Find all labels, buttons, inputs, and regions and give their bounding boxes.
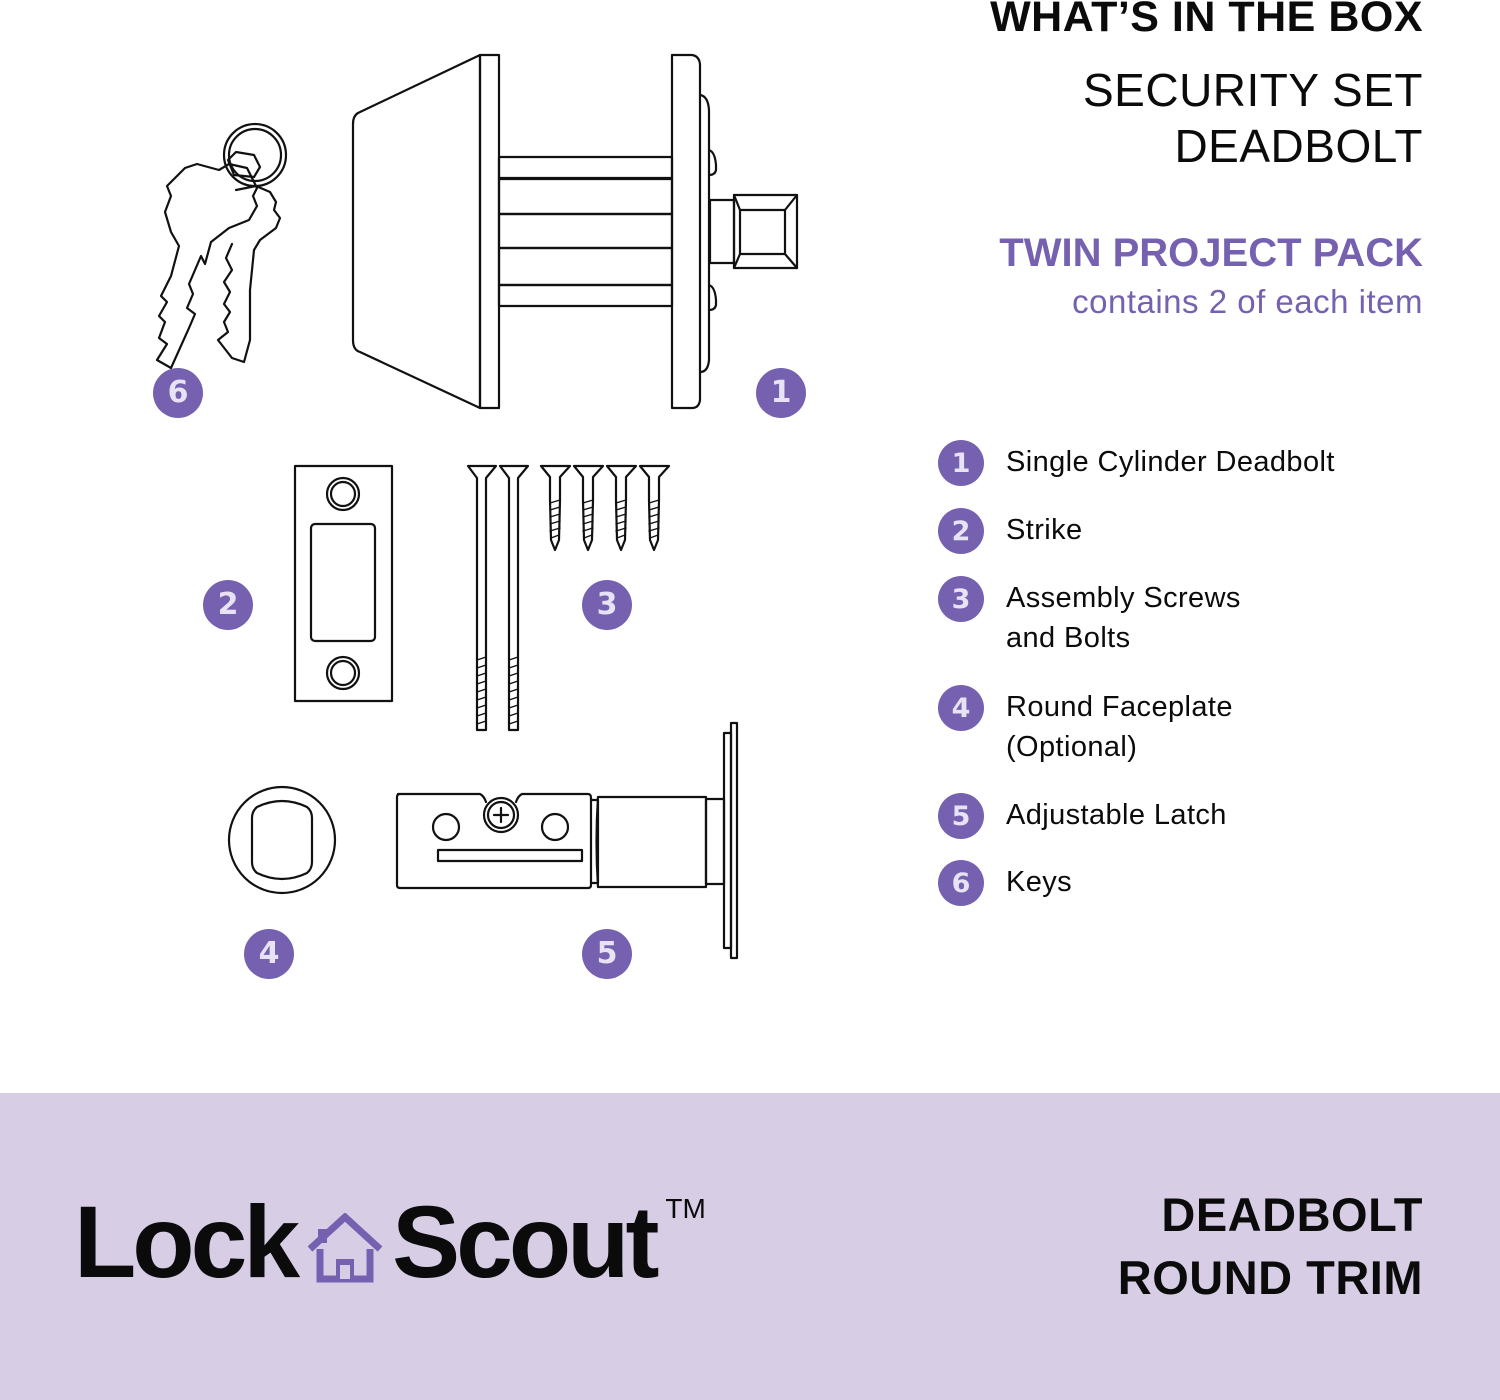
trademark-symbol: TM	[665, 1193, 706, 1224]
subtitle-line: DEADBOLT	[1174, 120, 1423, 172]
legend-label: Adjustable Latch	[1006, 799, 1227, 831]
legend-item: 1 Single Cylinder Deadbolt	[938, 440, 1335, 486]
screws-drawing	[466, 464, 671, 732]
subtitle-line: SECURITY SET	[1083, 64, 1423, 116]
badge-strike: 2	[203, 580, 253, 630]
legend-label: Keys	[1006, 866, 1073, 898]
legend-item: 6 Keys	[938, 860, 1072, 906]
legend-item: 4 Round Faceplate (Optional)	[938, 685, 1233, 767]
box-contents-header: WHAT’S IN THE BOX SECURITY SET DEADBOLT …	[903, 0, 1423, 322]
number-badge: 5	[938, 793, 984, 839]
footer-band	[0, 1093, 1500, 1400]
brand-word-scout: Scout	[392, 1185, 659, 1299]
legend-item: 2 Strike	[938, 508, 1083, 554]
page-title: WHAT’S IN THE BOX	[990, 0, 1423, 41]
strike-drawing	[293, 464, 394, 703]
badge-deadbolt: 1	[756, 368, 806, 418]
number-badge: 2	[938, 508, 984, 554]
badge-faceplate: 4	[244, 929, 294, 979]
number-badge: 6	[938, 860, 984, 906]
product-name-line: ROUND TRIM	[1117, 1251, 1423, 1304]
faceplate-drawing	[227, 785, 337, 895]
brand-word-lock: Lock	[74, 1185, 300, 1299]
latch-drawing	[395, 721, 739, 960]
legend-label: Single Cylinder Deadbolt	[1006, 446, 1335, 478]
product-name-line: DEADBOLT	[1161, 1188, 1423, 1241]
product-subtitle: SECURITY SET DEADBOLT	[903, 62, 1423, 174]
brand-logo: Lock Scout TM	[74, 1185, 706, 1299]
badge-latch: 5	[582, 929, 632, 979]
pack-title: TWIN PROJECT PACK	[999, 231, 1423, 275]
legend-label: Strike	[1006, 514, 1083, 546]
legend-item: 5 Adjustable Latch	[938, 793, 1227, 839]
badge-keys: 6	[153, 368, 203, 418]
badge-screws: 3	[582, 580, 632, 630]
number-badge: 3	[938, 576, 984, 622]
parts-illustration: 6 1 2 3 4 5	[0, 0, 900, 1090]
legend-item: 3 Assembly Screws and Bolts	[938, 576, 1241, 658]
legend-label: Assembly Screws and Bolts	[1006, 582, 1241, 654]
number-badge: 4	[938, 685, 984, 731]
number-badge: 1	[938, 440, 984, 486]
legend-label: Round Faceplate (Optional)	[1006, 691, 1233, 763]
pack-subtitle: contains 2 of each item	[1072, 283, 1423, 320]
house-icon	[306, 1212, 384, 1283]
product-name: DEADBOLT ROUND TRIM	[1118, 1183, 1423, 1309]
deadbolt-drawing	[351, 53, 799, 410]
keys-drawing	[155, 122, 288, 370]
